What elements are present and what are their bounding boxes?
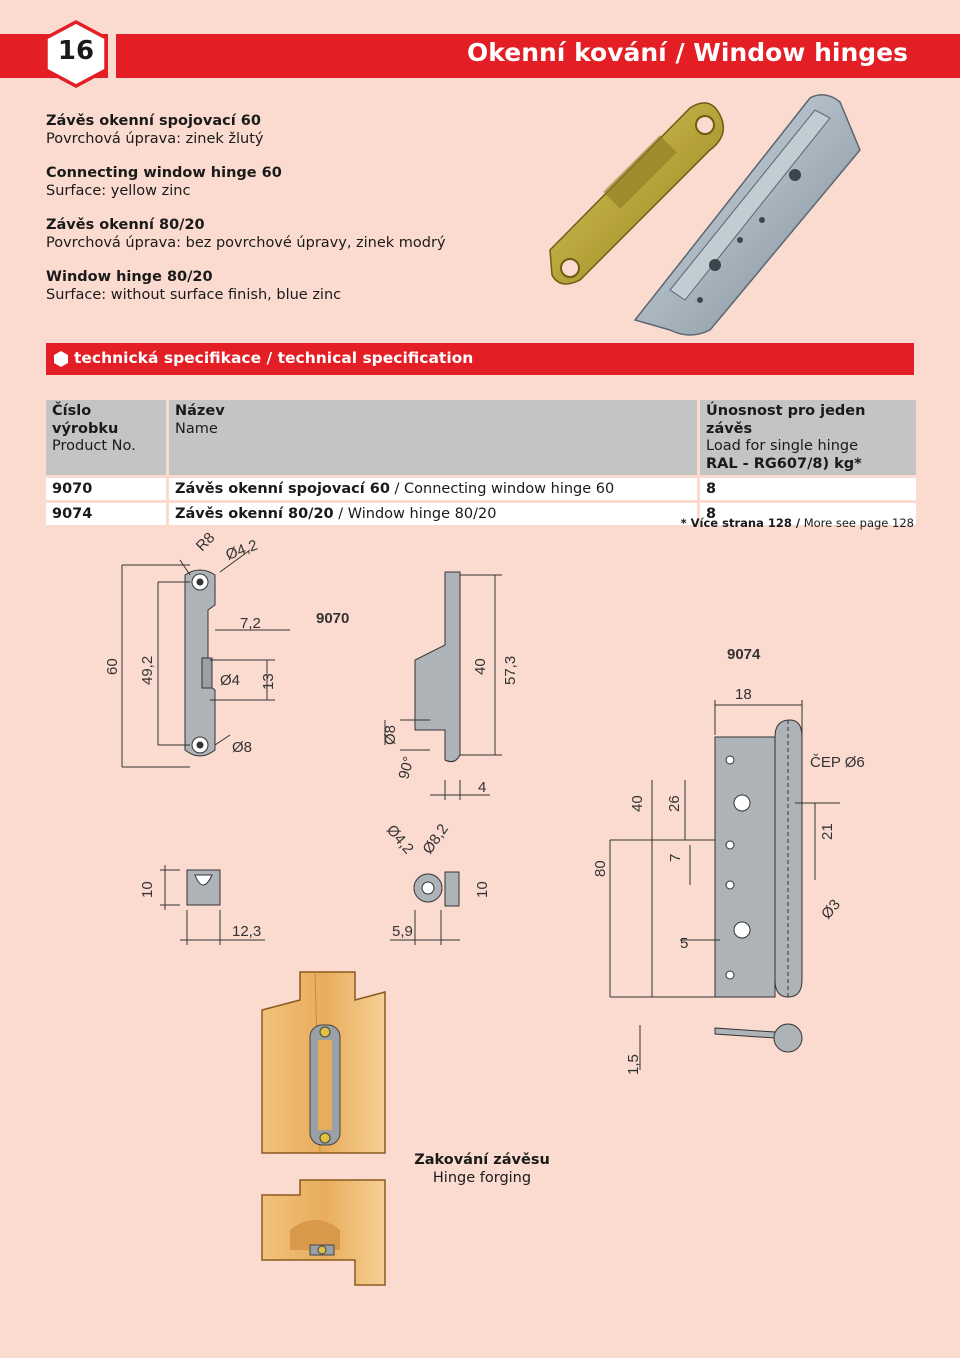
dim-label: 1,5 <box>625 1054 642 1075</box>
dim-label: 57,3 <box>502 656 519 685</box>
intro-title: Závěs okenní 80/20 <box>46 217 205 233</box>
intro-text: Povrchová úprava: zinek žlutý <box>46 131 264 147</box>
product-name-cz: Závěs okenní 80/20 <box>175 506 334 522</box>
intro-block-2: Connecting window hinge 60 Surface: yell… <box>46 164 282 200</box>
col-header-name-en: Name <box>175 420 218 437</box>
dim-label: 7 <box>667 854 684 862</box>
dim-label: Ø3 <box>818 896 844 922</box>
dim-label: 13 <box>260 673 277 690</box>
dim-label: Ø4,2 <box>224 537 260 564</box>
header-bar <box>0 34 960 78</box>
intro-title: Window hinge 80/20 <box>46 269 213 285</box>
technical-drawing-9070: R8 Ø4,2 7,2 Ø4 13 Ø8 60 49,2 9070 40 57,… <box>104 529 519 945</box>
dim-label: 4 <box>478 779 486 796</box>
dim-label: 80 <box>592 860 609 877</box>
dim-label: 5,9 <box>392 923 413 940</box>
product-number: 9070 <box>46 478 166 500</box>
forging-caption: Zakování závěsu Hinge forging <box>382 1151 582 1187</box>
product-name-en: / Window hinge 80/20 <box>333 506 497 522</box>
model-label-9070: 9070 <box>316 610 349 627</box>
col-header-load-en: Load for single hinge <box>706 438 859 454</box>
hinge-product-photo <box>549 94 861 336</box>
product-name: Závěs okenní spojovací 60 / Connecting w… <box>166 478 697 500</box>
intro-title: Connecting window hinge 60 <box>46 165 282 181</box>
product-load: 8 <box>697 503 916 525</box>
spec-section-label: technická specifikace / technical specif… <box>74 349 474 367</box>
technical-drawing-9074: 18 9074 ČEP Ø6 40 26 21 80 7 Ø3 5 1,5 <box>592 646 865 1075</box>
product-load: 8 <box>697 478 916 500</box>
dim-label: 18 <box>735 686 752 703</box>
dim-label: Ø8 <box>232 739 252 756</box>
forging-title: Zakování závěsu <box>414 1152 550 1168</box>
col-header-number-en: Product No. <box>52 438 136 454</box>
table-row: 9070 Závěs okenní spojovací 60 / Connect… <box>46 478 916 500</box>
dim-label: 40 <box>629 795 646 812</box>
dim-label: Ø4,2 <box>383 822 417 858</box>
table-footnote: * Více strana 128 / More see page 128 <box>681 516 914 530</box>
dim-label: Ø8 <box>382 725 399 745</box>
page-number-badge <box>44 20 108 88</box>
dim-label: Ø8,2 <box>419 821 452 857</box>
dim-label: R8 <box>193 529 219 555</box>
product-name-cz: Závěs okenní spojovací 60 <box>175 481 390 497</box>
dim-label: Ø4 <box>220 672 240 689</box>
intro-block-3: Závěs okenní 80/20 Povrchová úprava: bez… <box>46 216 446 252</box>
col-header-name-cz: Název <box>175 403 225 419</box>
intro-block-1: Závěs okenní spojovací 60 Povrchová úpra… <box>46 112 264 148</box>
dim-label: 5 <box>680 935 688 952</box>
dim-label: 90° <box>395 755 417 781</box>
dim-label: 12,3 <box>232 923 261 940</box>
table-row: 9074 Závěs okenní 80/20 / Window hinge 8… <box>46 503 916 525</box>
product-name-en: / Connecting window hinge 60 <box>389 481 615 497</box>
footnote-bold: * Více strana 128 / <box>680 516 801 530</box>
intro-text: Surface: without surface finish, blue zi… <box>46 287 342 303</box>
product-name: Závěs okenní 80/20 / Window hinge 80/20 <box>166 503 697 525</box>
intro-block-4: Window hinge 80/20 Surface: without surf… <box>46 268 341 304</box>
col-header-load-cz: Únosnost pro jeden závěs <box>706 403 866 437</box>
table-header-row: Číslo výrobku Product No. Název Name Úno… <box>46 400 916 475</box>
page-title: Okenní kování / Window hinges <box>467 38 908 67</box>
col-header-number-cz: Číslo výrobku <box>52 403 119 437</box>
intro-text: Surface: yellow zinc <box>46 183 191 199</box>
product-number: 9074 <box>46 503 166 525</box>
page-number: 16 <box>57 36 95 66</box>
dim-label: 40 <box>472 658 489 675</box>
dim-label: 60 <box>104 658 121 675</box>
intro-text: Povrchová úprava: bez povrchové úpravy, … <box>46 235 446 251</box>
col-header-load-unit: RAL - RG607/8) kg* <box>706 455 862 472</box>
dim-label: 10 <box>139 881 156 898</box>
dim-label: 10 <box>474 881 491 898</box>
intro-title: Závěs okenní spojovací 60 <box>46 113 261 129</box>
model-label-9074: 9074 <box>727 646 761 663</box>
dim-label: ČEP Ø6 <box>810 754 865 771</box>
forging-subtitle: Hinge forging <box>432 1170 532 1186</box>
dim-label: 49,2 <box>139 656 156 685</box>
spec-table: Číslo výrobku Product No. Název Name Úno… <box>46 397 916 528</box>
footnote-text: More see page 128 <box>800 516 914 530</box>
spec-section-bar <box>46 343 914 375</box>
dim-label: 26 <box>666 795 683 812</box>
header-divider <box>108 34 116 78</box>
dim-label: 7,2 <box>240 615 261 632</box>
dim-label: 21 <box>819 823 836 840</box>
hexagon-bullet-icon <box>54 351 68 367</box>
hinge-forging-illustration <box>261 971 386 1286</box>
